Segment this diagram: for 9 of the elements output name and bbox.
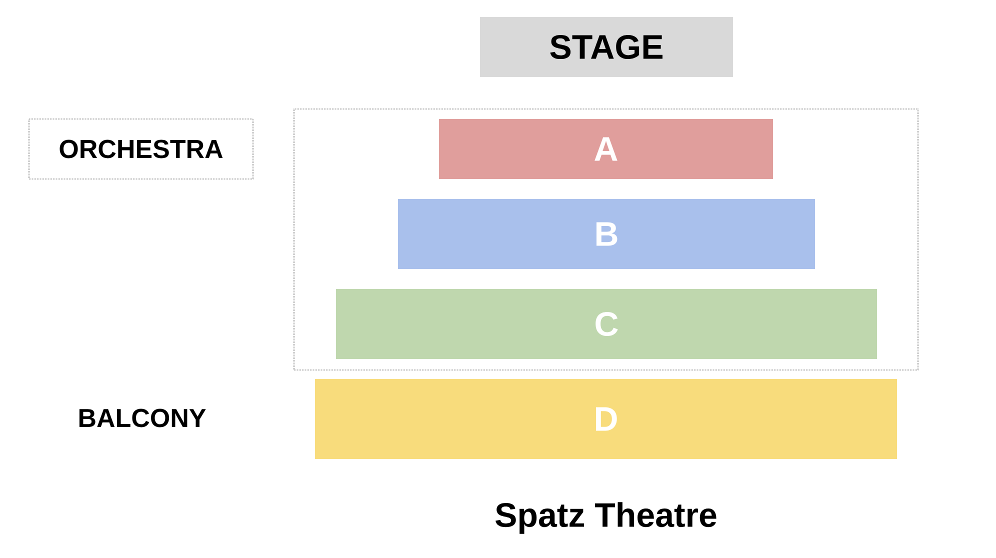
seating-section: B [398, 199, 815, 269]
section-outline [294, 108, 918, 370]
seating-section: C [336, 289, 877, 359]
caption: Spatz Theatre [496, 502, 716, 534]
seating-section: A [439, 119, 773, 179]
stage-box: STAGE [480, 17, 733, 77]
seating-section: D [315, 379, 897, 459]
section-label-box: ORCHESTRA [28, 118, 254, 180]
section-label: BALCONY [79, 408, 206, 428]
